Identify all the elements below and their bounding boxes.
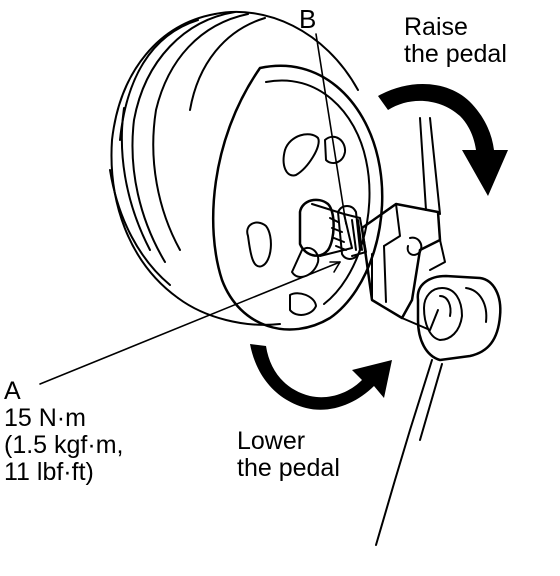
booster-face bbox=[211, 64, 384, 331]
pedal-bracket bbox=[360, 202, 446, 331]
leader-lines bbox=[39, 33, 347, 385]
label-b: B bbox=[299, 4, 317, 34]
label-a-torque-lbfft: 11 lbf·ft) bbox=[4, 458, 94, 486]
curved-arrow-clockwise-icon bbox=[378, 84, 508, 196]
label-raise-line-1: Raise bbox=[404, 13, 468, 41]
pedal-pad bbox=[416, 274, 502, 362]
label-a-letter: A bbox=[4, 377, 21, 405]
label-raise-pedal: Raise the pedal bbox=[404, 14, 507, 68]
label-a-torque-kgfm: (1.5 kgf·m, bbox=[4, 431, 124, 459]
label-a-torque: A 15 N·m (1.5 kgf·m, 11 lbf·ft) bbox=[4, 378, 123, 486]
pedal-arm bbox=[375, 117, 443, 546]
booster-body bbox=[109, 10, 359, 326]
curved-arrow-icon bbox=[250, 344, 392, 410]
label-a-torque-nm: 15 N·m bbox=[4, 404, 86, 432]
label-raise-line-2: the pedal bbox=[404, 40, 507, 68]
label-lower-pedal: Lower the pedal bbox=[237, 428, 340, 482]
label-lower-line-2: the pedal bbox=[237, 454, 340, 482]
label-lower-line-1: Lower bbox=[237, 427, 306, 455]
